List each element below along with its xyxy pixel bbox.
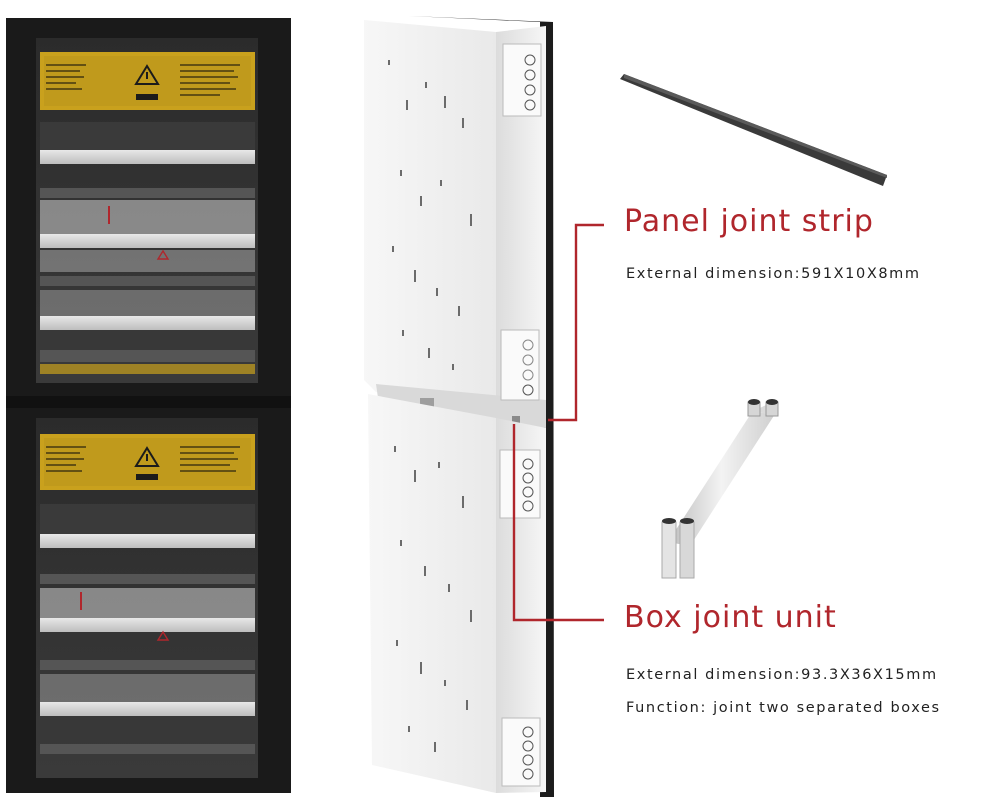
small-warning-icon	[156, 630, 170, 641]
din-rail	[40, 150, 255, 164]
cabinet-front-view	[6, 18, 291, 793]
lower-box-front	[368, 394, 496, 793]
panel-joint-strip-image	[620, 74, 887, 186]
cabinet-divider	[6, 396, 291, 408]
lower-cabinet	[36, 418, 258, 778]
cable-gland-plate	[499, 449, 541, 519]
din-rail	[40, 234, 255, 248]
barcode-icon	[136, 94, 158, 100]
upper-box-front	[364, 20, 496, 408]
box-joint-leader-line	[512, 424, 604, 622]
din-rail	[40, 618, 255, 632]
cable-gland-plate	[502, 43, 542, 117]
cabinet-side-view	[364, 16, 554, 797]
upper-box-side	[496, 26, 546, 412]
warning-triangle-icon	[134, 446, 160, 467]
mounting-slots	[388, 60, 472, 752]
warning-label	[40, 52, 255, 110]
din-rail	[40, 316, 255, 330]
small-warning-icon	[156, 249, 170, 260]
cable-gland-plate	[500, 329, 540, 401]
upper-cabinet	[36, 38, 258, 383]
box-joint-unit-function: Function: joint two separated boxes	[626, 700, 941, 716]
barcode-icon	[136, 474, 158, 480]
cable-gland-plate	[501, 717, 541, 787]
panel-strip-leader-line	[548, 223, 604, 422]
din-rail	[40, 534, 255, 548]
box-joint-unit-image	[661, 399, 779, 579]
din-rail	[40, 702, 255, 716]
warning-label	[40, 434, 255, 490]
box-joint-unit-title: Box joint unit	[624, 600, 837, 635]
panel-joint-strip-dimension: External dimension:591X10X8mm	[626, 266, 921, 282]
box-joint-unit-dimension: External dimension:93.3X36X15mm	[626, 667, 938, 683]
panel-joint-strip-title: Panel joint strip	[624, 204, 874, 239]
warning-triangle-icon	[134, 64, 160, 85]
